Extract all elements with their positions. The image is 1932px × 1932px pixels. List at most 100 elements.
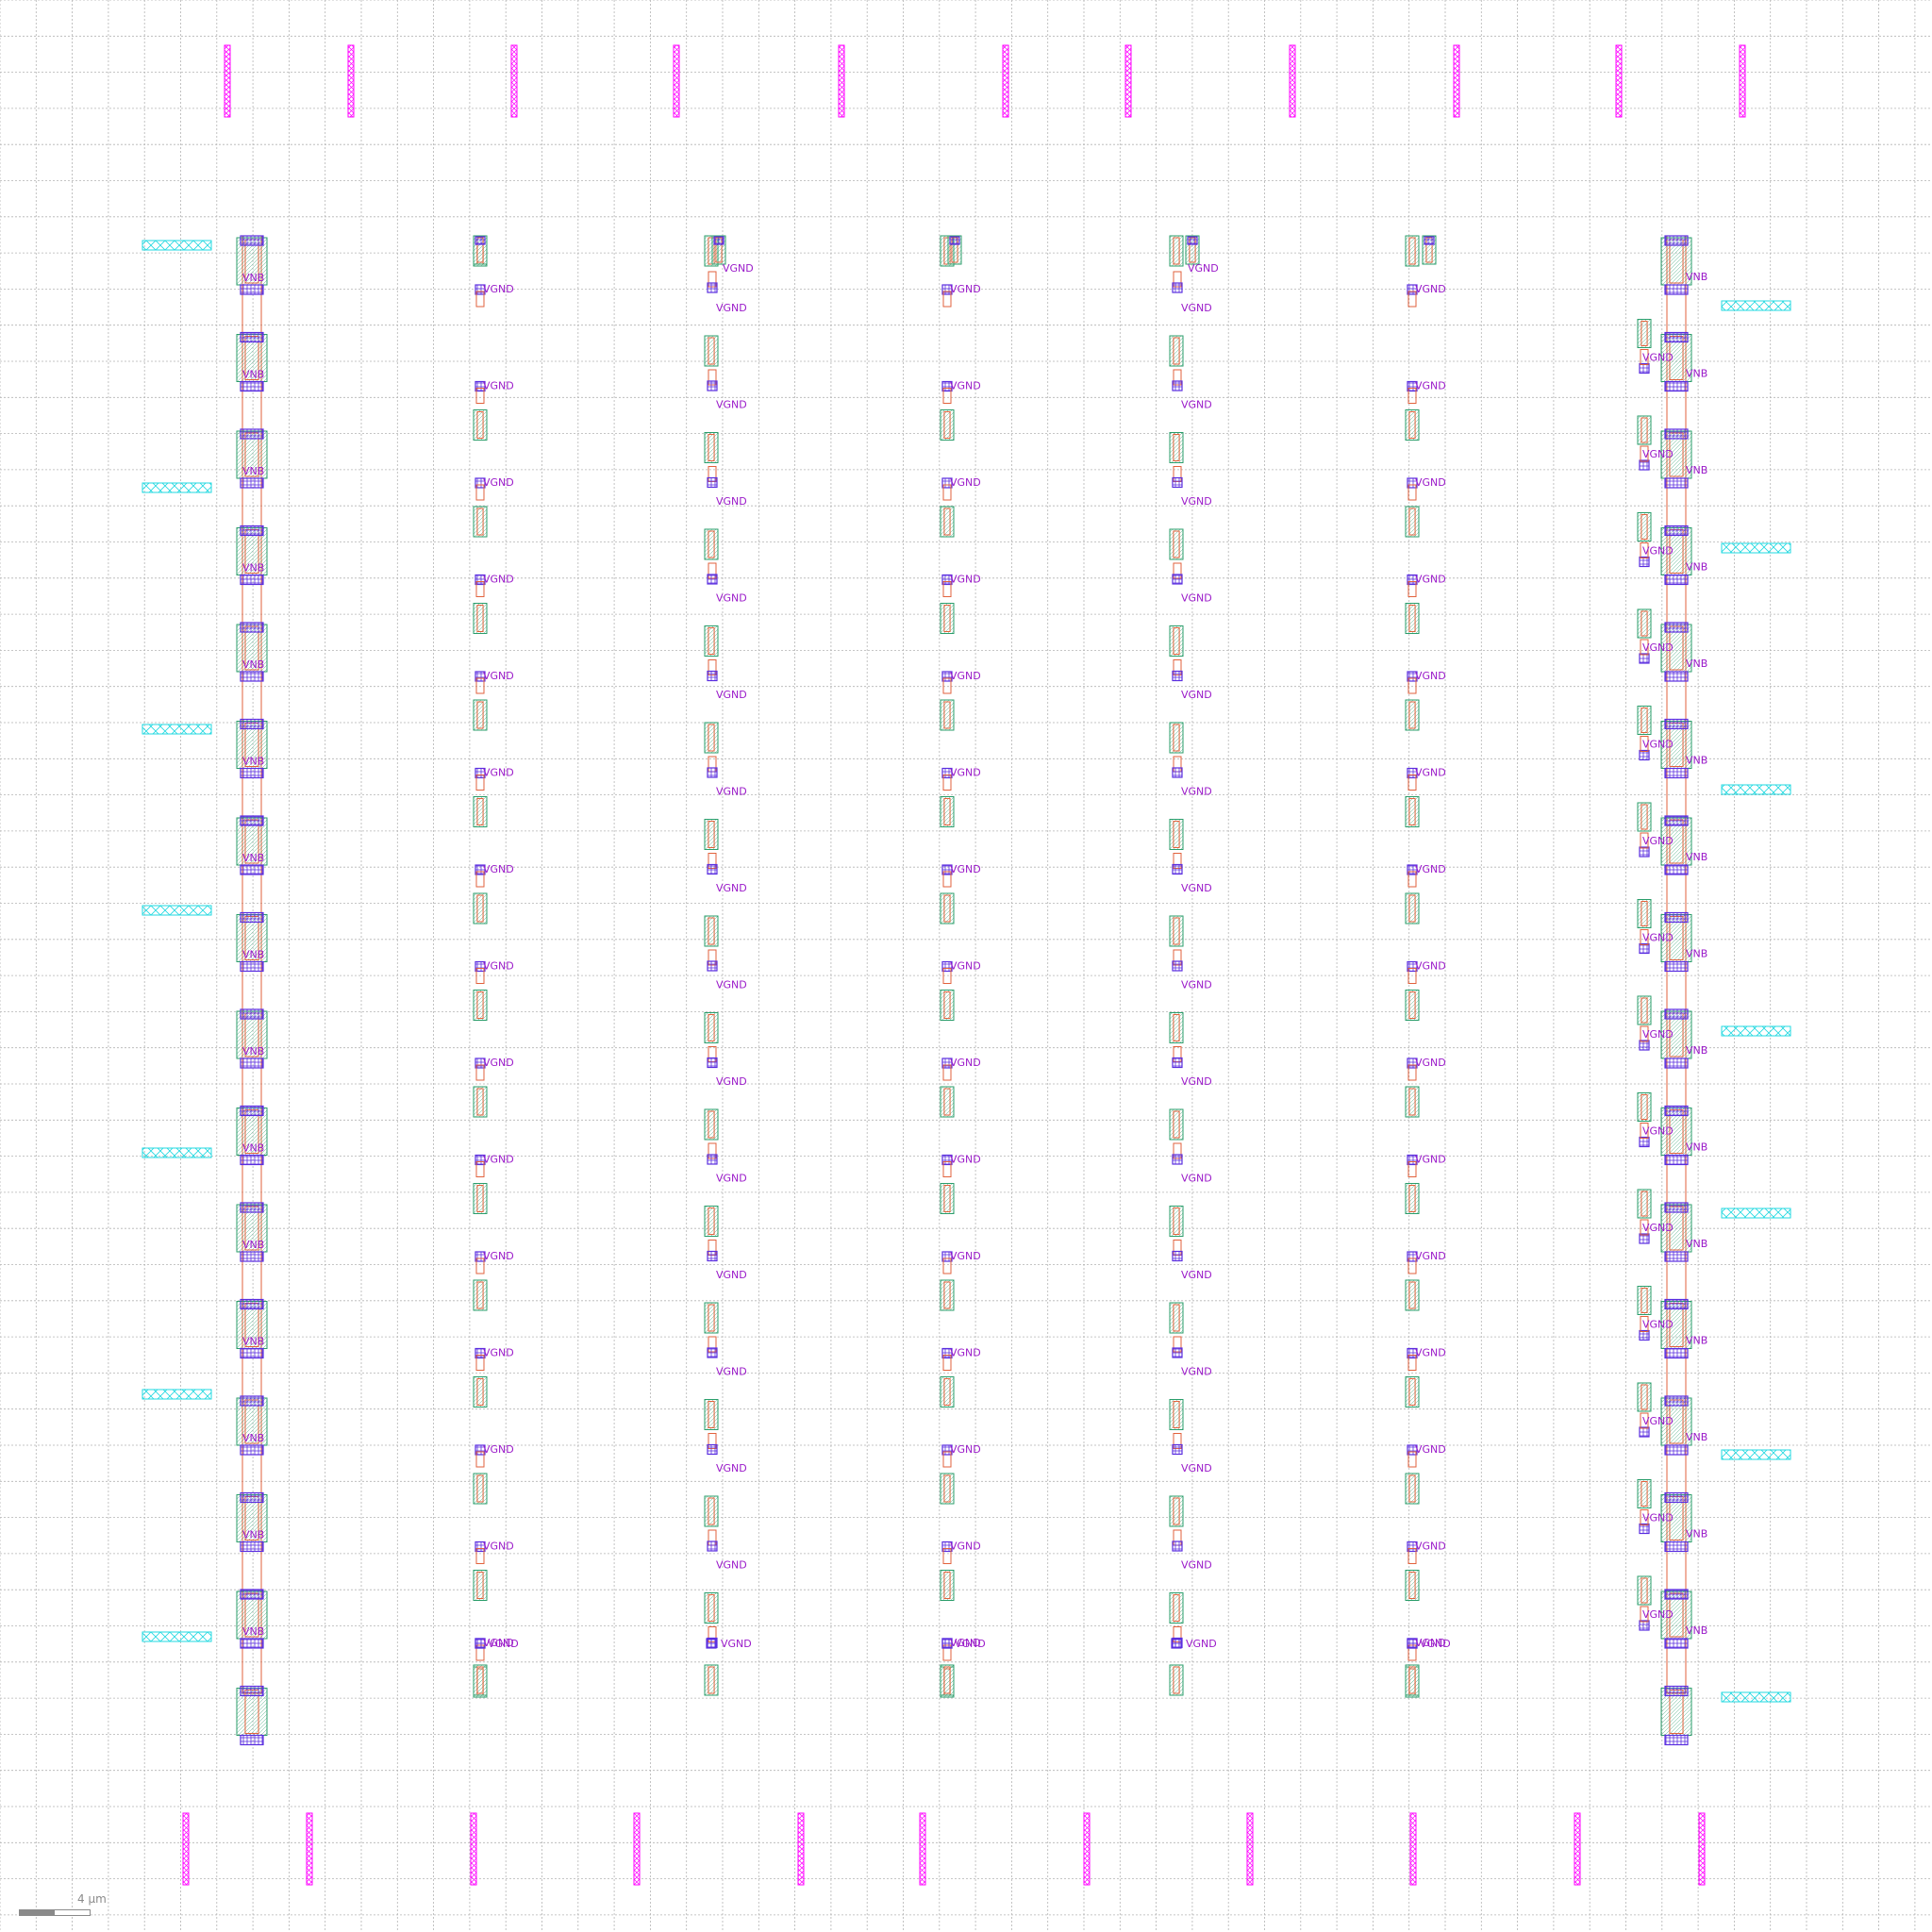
poly-gate (1408, 701, 1416, 729)
vgnd-label: VGND (1415, 1637, 1446, 1649)
contact-inner (1172, 1443, 1183, 1456)
vgnd-label: VGND (716, 1269, 747, 1281)
diffusion (1405, 1086, 1420, 1118)
poly-gate (1173, 1666, 1180, 1694)
contact-inner (475, 574, 486, 586)
vnb-label: VNB (1686, 271, 1707, 283)
poly-strip (1640, 832, 1649, 849)
poly-strip (1640, 542, 1649, 558)
diffusion (473, 1570, 488, 1601)
poly-gate (1173, 917, 1180, 945)
vnb-label: VNB (242, 949, 264, 961)
contact-left-top (240, 235, 264, 246)
vgnd-label: VGND (950, 960, 981, 973)
poly-strip (475, 1161, 485, 1177)
diffusion (1405, 1664, 1420, 1696)
vgnd-label: VGND (1642, 1608, 1674, 1621)
contact-inner (1407, 1444, 1418, 1456)
poly-strip (475, 871, 485, 888)
contact-left-top (240, 1298, 264, 1310)
contact-inner (1407, 477, 1418, 489)
left-pin (142, 240, 212, 251)
contact-right-top (1664, 1298, 1689, 1310)
vnb-label: VNB (1686, 561, 1707, 574)
diffusion (1169, 1399, 1184, 1430)
poly-strip (1640, 929, 1649, 945)
contact-right-small (1639, 362, 1650, 375)
diffusion (473, 1279, 488, 1311)
contact-right-top (1664, 911, 1689, 924)
vgnd-label: VGND (483, 1637, 514, 1649)
diffusion (1405, 1473, 1420, 1505)
diffusion (1637, 995, 1652, 1025)
diffusion (1169, 1302, 1184, 1334)
poly-gate (1641, 1094, 1648, 1120)
top-pin (1289, 44, 1296, 118)
diffusion (473, 1376, 488, 1407)
vgnd-label: VGND (1642, 641, 1674, 654)
poly-strip (1640, 1316, 1649, 1332)
contact-right-small (1639, 1523, 1650, 1535)
diffusion (473, 1664, 488, 1696)
diffusion (1637, 1189, 1652, 1219)
poly-strip (475, 1355, 485, 1371)
contact-right-top (1664, 1202, 1689, 1213)
vnb-label: VNB (242, 465, 264, 477)
vnb-label: VNB (242, 562, 264, 575)
poly-gate (1408, 1281, 1416, 1309)
diffusion (704, 1399, 719, 1430)
vgnd-label: VGND (1642, 1028, 1674, 1041)
contact-top (1424, 236, 1435, 245)
contact-right-bottom (1664, 1251, 1689, 1262)
diffusion (473, 699, 488, 731)
top-pin (510, 44, 518, 118)
diffusion (1169, 1592, 1184, 1624)
vgnd-label: VGND (716, 1173, 747, 1185)
vgnd-label: VGND (716, 1366, 747, 1378)
vgnd-label: VGND (1642, 1319, 1674, 1331)
contact-left-top (240, 1395, 264, 1407)
vgnd-label: VGND (483, 863, 514, 875)
poly-gate (943, 701, 951, 729)
vgnd-label: VGND (950, 670, 981, 682)
contact-left-top (240, 1685, 264, 1697)
diffusion (940, 1376, 955, 1407)
poly-strip (942, 677, 952, 694)
diffusion (1405, 506, 1420, 538)
contact-left-top (240, 525, 264, 537)
contact-right-small (1639, 846, 1650, 858)
poly-gate (1173, 530, 1180, 558)
diffusion (473, 409, 488, 441)
contact-top (713, 236, 724, 245)
bottom-pin (919, 1812, 926, 1886)
poly-gate (1173, 434, 1180, 461)
diffusion (1169, 1012, 1184, 1043)
contact-inner (707, 1347, 718, 1358)
poly-gate (1173, 1594, 1180, 1622)
vgnd-label: VGND (716, 592, 747, 605)
poly-gate (943, 1474, 951, 1503)
contact-inner (1407, 960, 1418, 973)
vgnd-label: VGND (1415, 1541, 1446, 1553)
poly-strip (1640, 1219, 1649, 1236)
diffusion (704, 1592, 719, 1624)
contact-left-top (240, 331, 264, 343)
poly-strip (1640, 1606, 1649, 1623)
diffusion (940, 1279, 955, 1311)
poly-strip (1407, 581, 1417, 597)
poly-gate (943, 1666, 951, 1694)
poly-gate (1408, 1666, 1416, 1694)
diffusion (1637, 1479, 1652, 1508)
top-pin (1124, 44, 1132, 118)
vnb-label: VNB (1686, 1335, 1707, 1347)
poly-strip (942, 968, 952, 984)
scale-track (19, 1909, 91, 1916)
vgnd-label: VGND (1415, 1443, 1446, 1456)
vnb-label: VNB (1686, 948, 1707, 960)
contact-left-bottom (240, 1541, 264, 1553)
contact-left-top (240, 1008, 264, 1020)
vnb-label: VNB (1686, 368, 1707, 380)
